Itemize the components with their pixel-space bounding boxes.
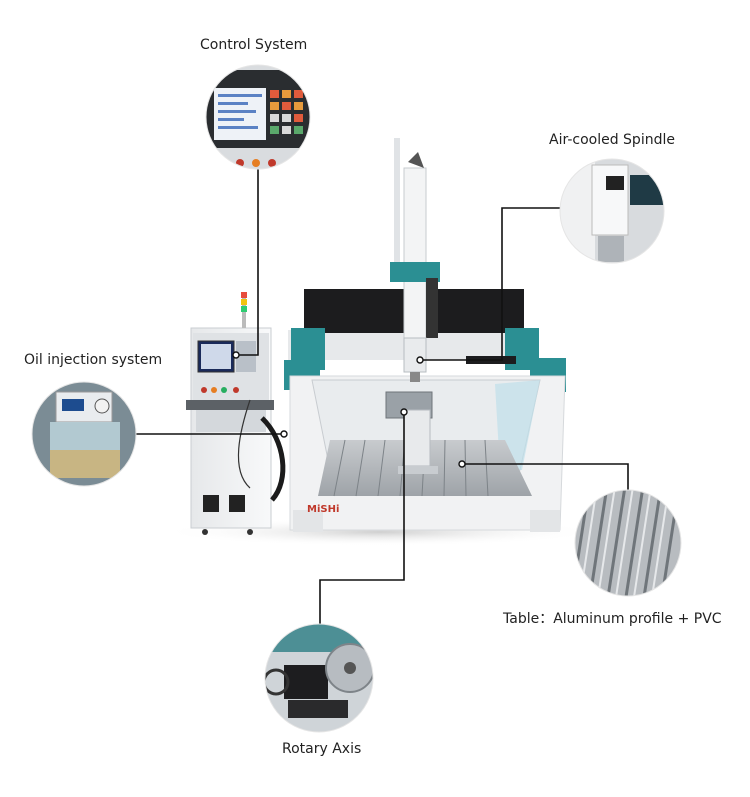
label-control-system: Control System [200,37,308,53]
leader-lines [136,169,629,624]
control-system-detail [205,64,311,170]
label-air-cooled-spindle: Air-cooled Spindle [549,132,675,148]
control-cabinet [186,292,286,535]
oil-injection-detail [31,381,137,487]
table-detail [574,489,682,597]
rotary-axis-detail [264,623,374,733]
leader-dots [232,351,466,468]
spindle-detail [559,158,665,264]
label-table: Table：Aluminum profile + PVC [503,611,722,627]
brand-logo: MiSHi [307,504,339,515]
label-rotary-axis: Rotary Axis [282,741,362,757]
cnc-machine [284,138,566,532]
label-oil-injection-system: Oil injection system [24,352,163,368]
